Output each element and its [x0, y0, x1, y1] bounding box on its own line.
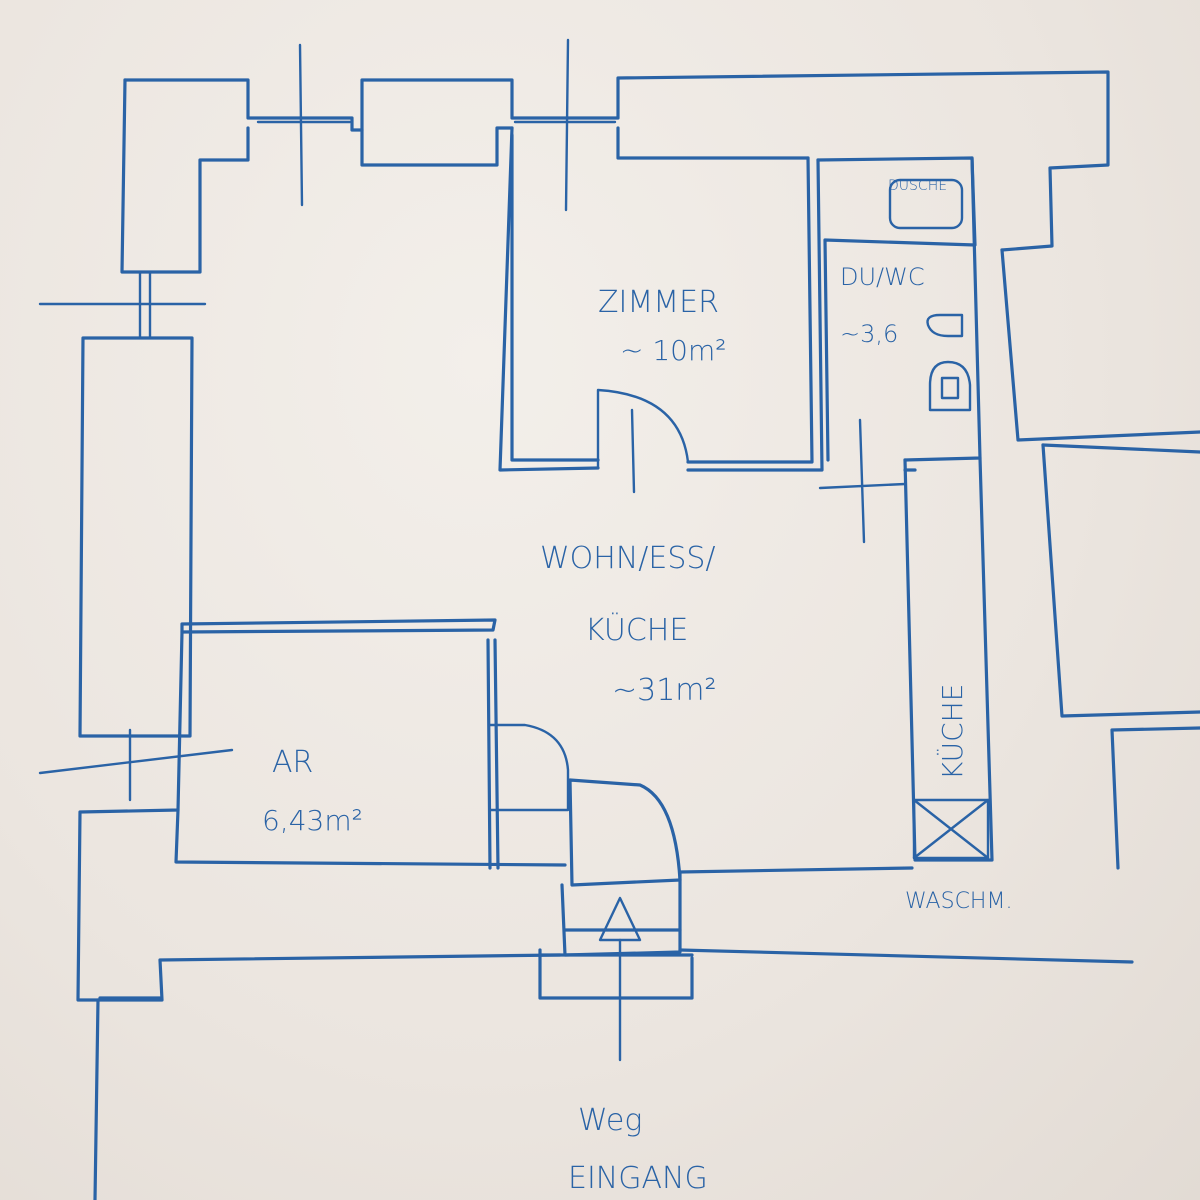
ar-area: 6,43m²: [262, 804, 363, 837]
shower-label: DUSCHE: [888, 178, 947, 194]
living-label-line2: KÜCHE: [585, 612, 688, 648]
entrance-label: EINGANG: [568, 1161, 708, 1196]
room-bathroom: [816, 156, 982, 544]
washing-machine-label: WASCHM.: [905, 889, 1012, 914]
living-label-line1: WOHN/ESS/: [540, 541, 716, 576]
outer-wall-bottom: [93, 996, 162, 1200]
path-label: Weg: [578, 1103, 642, 1138]
kitchen-strip: [903, 456, 994, 862]
zimmer-label: ZIMMER: [598, 285, 719, 320]
outer-walls: [38, 38, 1200, 870]
zimmer-area: ~ 10m²: [620, 334, 727, 367]
kitchen-label: KÜCHE: [935, 684, 969, 780]
ar-label: AR: [272, 745, 313, 780]
room-zimmer: [498, 126, 824, 494]
room-ar: [38, 618, 570, 1002]
bath-area: ~3,6: [840, 320, 898, 348]
bath-label: DU/WC: [840, 263, 925, 291]
entrance-area: [538, 778, 1134, 1062]
living-area: ~31m²: [612, 673, 717, 708]
